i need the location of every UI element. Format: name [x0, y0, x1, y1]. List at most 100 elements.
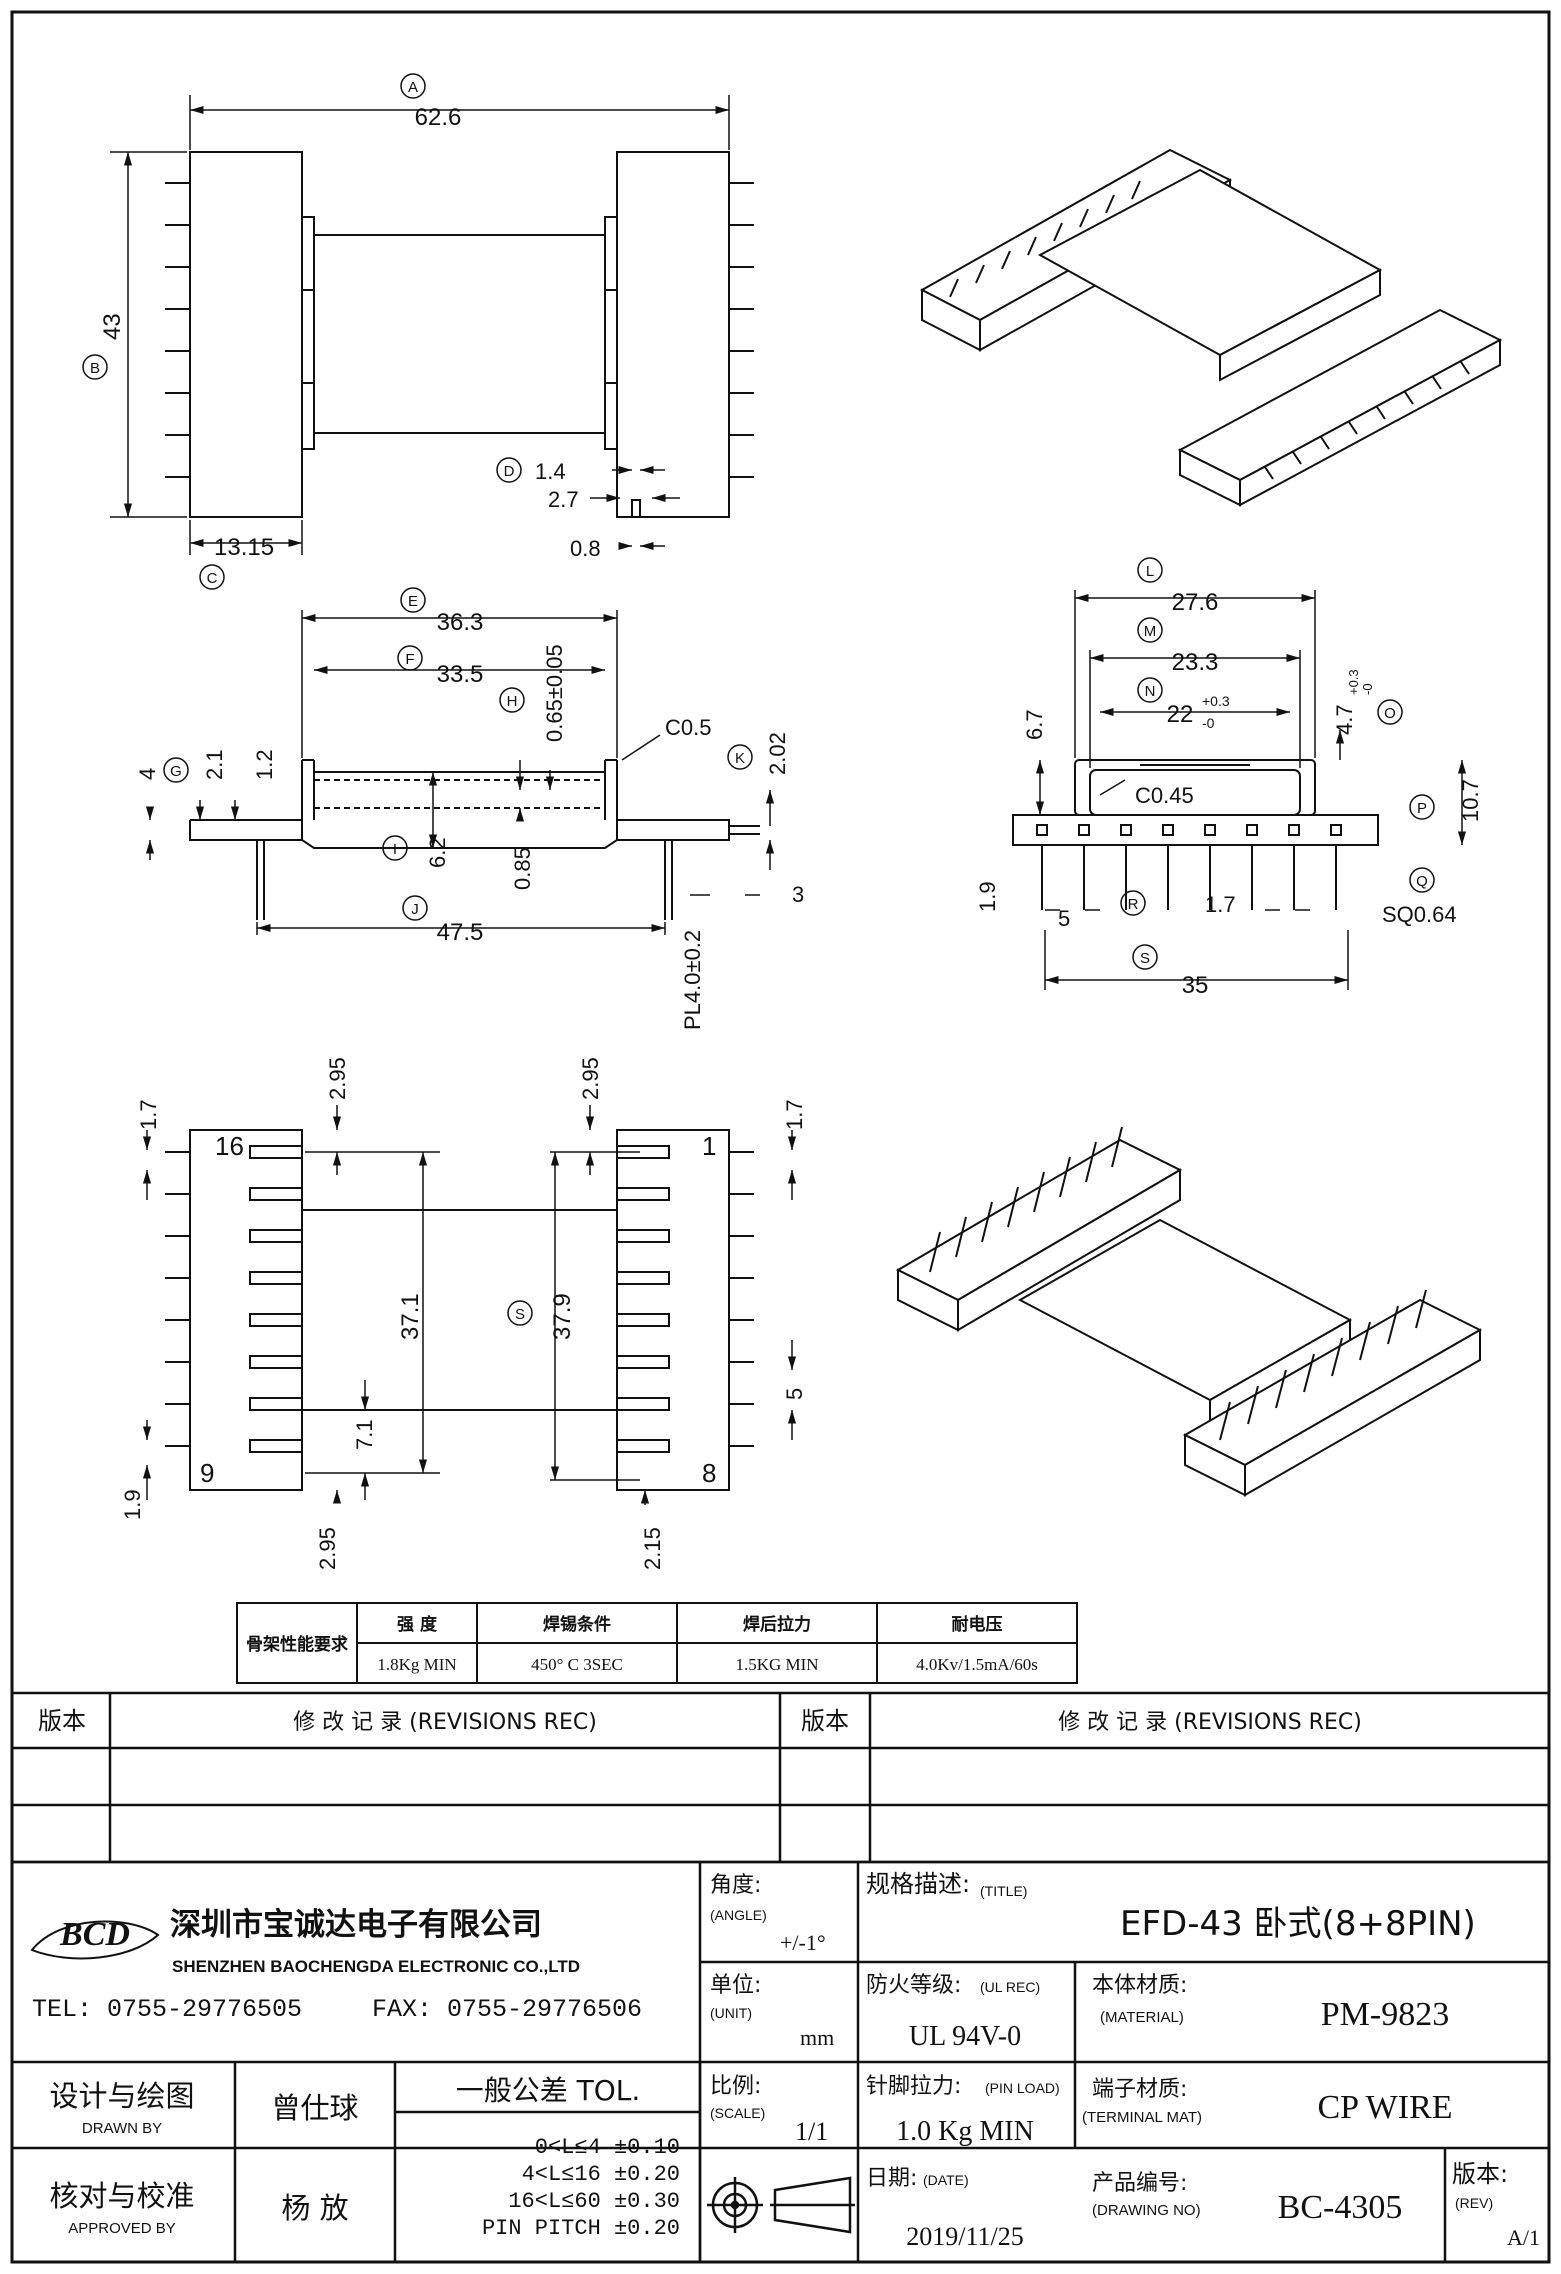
tag-m: M [1144, 623, 1157, 640]
top-view [165, 151, 754, 518]
iso-pin [1131, 180, 1141, 200]
dim-r1-value: 1.9 [975, 881, 1000, 912]
iso-pin [1415, 1289, 1427, 1329]
tag-b: B [90, 360, 100, 377]
unit-label-en: (UNIT) [710, 2005, 752, 2021]
tag-n: N [1145, 683, 1156, 700]
angle-label: 角度: [710, 1873, 761, 1898]
iso-pin [1053, 222, 1063, 242]
iso-pin [949, 278, 959, 298]
drawn-label: 设计与绘图 [49, 2079, 194, 2113]
dim-f-value: 33.5 [437, 661, 484, 688]
projection-symbol [707, 2176, 855, 2234]
material-label: 本体材质: [1092, 1973, 1187, 1998]
dim-j3-value: 3 [792, 882, 804, 907]
terminal-label-en: (TERMINAL MAT) [1082, 2109, 1202, 2126]
rev-rec-label-right: 修 改 记 录 (REVISIONS REC) [1058, 1710, 1362, 1735]
tag-h: H [507, 693, 518, 710]
dim-b2-value: 2.95 [578, 1057, 603, 1100]
spec-row-header: 骨架性能要求 [246, 1634, 348, 1655]
dim-o-value: 4.7 [1332, 704, 1357, 735]
iso-pin [1059, 1156, 1071, 1198]
spec-table: 骨架性能要求 强 度 焊锡条件 焊后拉力 耐电压 1.8Kg MIN 450° … [236, 1602, 1078, 1684]
pin-section [1078, 824, 1090, 836]
drawing-no-value: BC-4305 [1278, 2189, 1403, 2226]
pin-section [1162, 824, 1174, 836]
dim-g2-value: 2.1 [202, 749, 227, 780]
dim-m-value: 23.3 [1172, 649, 1219, 676]
spec-value-pull: 1.5KG MIN [735, 1655, 818, 1674]
date-label-en: (DATE) [923, 2172, 969, 2188]
dim-b8-value: 7.1 [352, 1419, 377, 1450]
pin-slot [616, 1313, 670, 1327]
dim-q1-value: 1.7 [1205, 892, 1236, 917]
side-view-labels: L 27.6 M 23.3 N 22 +0.3 -0 O 4.7 +0.3 -0… [975, 557, 1483, 999]
pin-16-label: 16 [215, 1131, 244, 1161]
company-tel: TEL: 0755-29776505 [32, 1995, 302, 2024]
rev-ver-label-left: 版本 [38, 1707, 86, 1735]
dim-p-value: 10.7 [1458, 779, 1483, 822]
pin-load-label-en: (PIN LOAD) [985, 2080, 1060, 2096]
pin-slot [616, 1229, 670, 1243]
spec-value-solder: 450° C 3SEC [531, 1655, 623, 1674]
dim-o1-value: 6.7 [1022, 709, 1047, 740]
dim-g1-value: 4 [135, 768, 160, 780]
pin-slot [616, 1187, 670, 1201]
tag-q: Q [1416, 873, 1428, 890]
title-label-en: (TITLE) [980, 1883, 1027, 1899]
dim-q-value: SQ0.64 [1382, 902, 1457, 927]
pin-section [1246, 824, 1258, 836]
tag-p: P [1417, 800, 1427, 817]
pin-slot [616, 1355, 670, 1369]
drawing-no-label: 产品编号: [1092, 2171, 1187, 2196]
scale-label: 比例: [710, 2074, 761, 2099]
revisions-block: 版本 修 改 记 录 (REVISIONS REC) 版本 修 改 记 录 (R… [12, 1691, 1549, 1864]
dim-k-value: 2.02 [765, 732, 790, 775]
iso-pin [1027, 236, 1037, 256]
title-value: EFD-43 卧式(8+8PIN) [1120, 1904, 1476, 1944]
drawn-value: 曾仕球 [271, 2091, 358, 2125]
dim-e-value: 36.3 [437, 609, 484, 636]
top-view-dims [110, 95, 730, 555]
rev-ver-label-right: 版本 [801, 1707, 849, 1735]
approved-label: 核对与校准 [49, 2179, 194, 2213]
iso-pin [1331, 1337, 1343, 1377]
iso-pin [1105, 194, 1115, 214]
dim-b11-value: 2.15 [640, 1527, 665, 1570]
drawing-no-label-en: (DRAWING NO) [1092, 2202, 1201, 2219]
dim-b4-value: 1.7 [782, 1099, 807, 1130]
iso-pin [975, 264, 985, 284]
spec-value-strength: 1.8Kg MIN [377, 1655, 456, 1674]
pin-slot [249, 1397, 303, 1411]
iso-pin [1292, 451, 1302, 465]
rev-rec-label-left: 修 改 记 录 (REVISIONS REC) [293, 1710, 597, 1735]
tag-j: J [411, 901, 419, 918]
dim-b5-value: 37.1 [397, 1293, 424, 1340]
side-view-dims [1035, 590, 1467, 990]
pin-slot [249, 1313, 303, 1327]
ul-label-en: (UL REC) [980, 1979, 1040, 1995]
dim-i2-value: 0.85 [510, 847, 535, 890]
tag-r: R [1128, 896, 1139, 913]
dim-d1-value: 1.4 [535, 459, 566, 484]
dim-b6-value: 37.9 [549, 1293, 576, 1340]
bottom-view-labels: 16 1 9 8 2.95 2.95 1.7 1.7 37.1 S 37.9 5… [120, 1057, 807, 1570]
dim-i-value: 6.2 [425, 837, 450, 868]
unit-label: 单位: [710, 1973, 761, 1998]
dim-l-value: 27.6 [1172, 589, 1219, 616]
front-view-labels: E 36.3 F 33.5 H 0.65±0.05 C0.5 K 2.02 G … [135, 587, 804, 1030]
dim-c-value: 13.15 [214, 534, 274, 561]
ul-label: 防火等级: [866, 1973, 961, 1998]
title-label: 规格描述: [866, 1870, 970, 1898]
tag-c: C [207, 570, 218, 587]
pin-slot [249, 1439, 303, 1453]
pin-slot [249, 1355, 303, 1369]
pin-load-value: 1.0 Kg MIN [896, 2116, 1034, 2147]
dim-c05-value: C0.5 [665, 715, 711, 740]
tag-o: O [1384, 705, 1396, 722]
iso-pin [1264, 466, 1274, 480]
iso-view-bottom [895, 1126, 1483, 1497]
top-view-labels: A 62.6 B 43 13.15 C D 1.4 2.7 0.8 [82, 73, 601, 590]
dim-pl-value: PL4.0±0.2 [680, 930, 705, 1030]
